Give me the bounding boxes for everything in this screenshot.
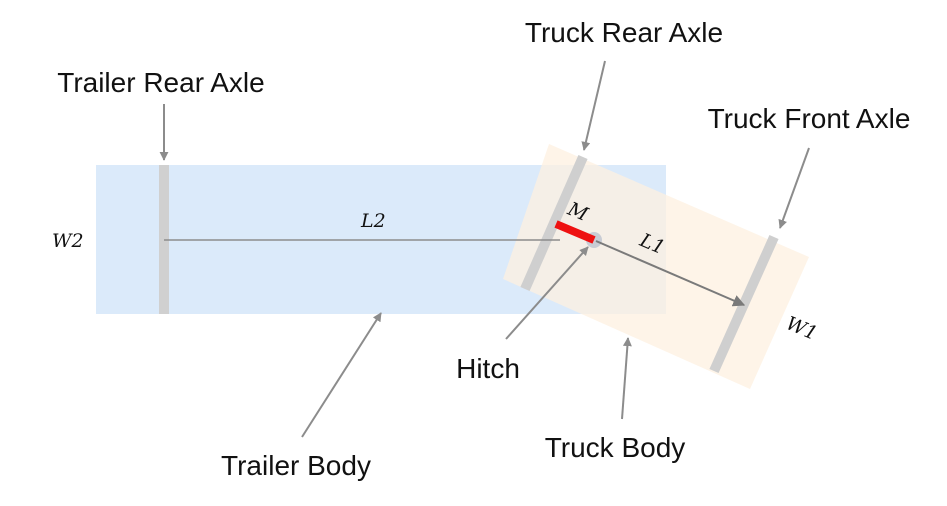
hitch-callout-arrow — [505, 246, 589, 340]
l2-symbol: L2 — [360, 210, 386, 232]
truck-rear-axle — [520, 154, 588, 292]
truck-body-callout-arrow — [621, 337, 632, 420]
trailer-body-label: Trailer Body — [221, 450, 371, 481]
truck-body-label: Truck Body — [545, 432, 686, 463]
truck-rear-axle-callout-arrow — [581, 60, 606, 151]
w1-symbol: W1 — [783, 312, 821, 345]
truck-front-axle-label: Truck Front Axle — [708, 103, 911, 134]
w2-symbol: W2 — [52, 230, 84, 252]
truck-rear-axle-label: Truck Rear Axle — [525, 17, 723, 48]
truck-front-axle-callout-arrow — [778, 147, 810, 229]
l1-dimension-arrow — [595, 240, 746, 307]
trailer-rear-axle-label: Trailer Rear Axle — [57, 67, 264, 98]
hitch-bar-m — [554, 220, 596, 244]
trailer-body-callout-arrow — [301, 312, 382, 438]
hitch-label: Hitch — [456, 353, 520, 384]
